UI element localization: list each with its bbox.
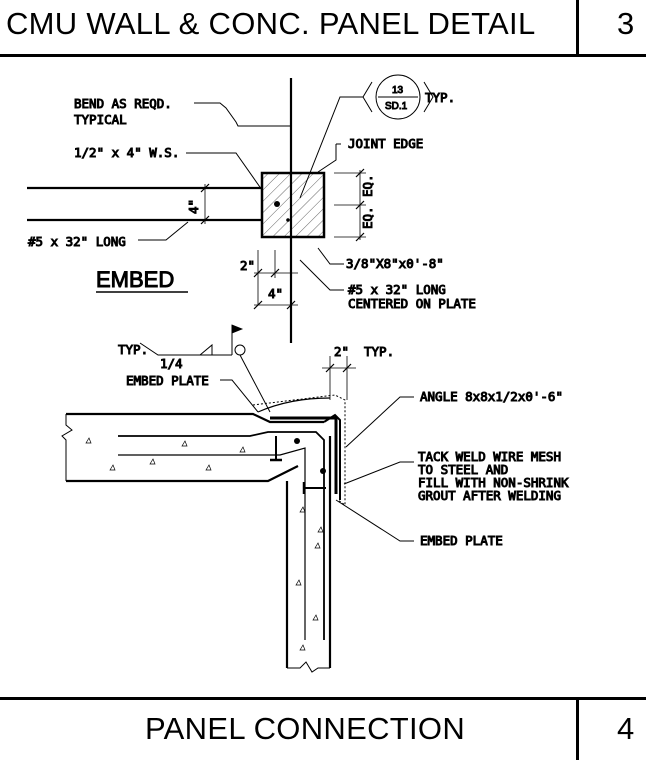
label-dim-2-typ: 2" (334, 344, 349, 359)
label-eq-bottom: EQ. (360, 206, 375, 229)
header-divider (576, 0, 579, 54)
weld-leader (139, 342, 232, 356)
bend-leader (194, 102, 291, 127)
label-rebar-bottom: #5 x 32" LONG (348, 282, 446, 297)
label-plate-size: 3/8"X8"x0'-8" (346, 256, 444, 271)
header-title-block: CMU WALL & CONC. PANEL DETAIL 3 (0, 0, 646, 57)
footer-sheet-number: 4 (617, 711, 635, 746)
plate-leader (317, 247, 344, 265)
label-weld-typ: TYP. (118, 342, 148, 357)
embed-weld-dot (274, 201, 280, 207)
footer-divider (576, 697, 579, 760)
weld-flag (231, 324, 244, 334)
angle-leader (345, 396, 414, 448)
header-sheet-number: 3 (617, 6, 635, 41)
label-embed-plate-top: EMBED PLATE (126, 373, 209, 388)
section-bubble (375, 74, 421, 120)
label-ws: 1/2" x 4" W.S. (74, 145, 179, 160)
label-rebar-left: #5 x 32" LONG (28, 234, 126, 249)
panel-rebar-outer (118, 431, 325, 640)
grout-fill (252, 394, 346, 506)
embed-plate-top-leader (220, 379, 259, 413)
embed-detail (27, 74, 434, 343)
label-tack-weld-3: FILL WITH NON-SHRINK (418, 475, 569, 490)
panel-rebar-inner (118, 447, 306, 640)
ws-leader (186, 152, 263, 191)
rebar-bottom-leader (299, 259, 344, 291)
panel-connection-detail (61, 324, 414, 673)
label-dim-4-vertical: 4" (186, 199, 201, 214)
bubble-leader (299, 96, 363, 199)
embed-title: EMBED (96, 267, 174, 292)
panel-break-bottom (287, 661, 330, 673)
header-title: CMU WALL & CONC. PANEL DETAIL (6, 6, 536, 41)
tack-weld-leader (343, 461, 414, 485)
joint-edge-leader (317, 144, 337, 173)
panel-break-left (61, 414, 73, 481)
label-joint-edge: JOINT EDGE (348, 136, 423, 151)
label-tack-weld-2: TO STEEL AND (418, 462, 508, 477)
embed-plate (260, 171, 326, 239)
label-dim-4-horizontal: 4" (268, 286, 283, 301)
footer-title: PANEL CONNECTION (145, 711, 466, 746)
section-bubble-number: 13 (392, 85, 404, 96)
footer-title-block: PANEL CONNECTION 4 (0, 697, 646, 760)
horizontal-panel-top (66, 412, 324, 424)
label-embed-plate-bottom: EMBED PLATE (420, 533, 503, 548)
embed-weld-dot-2 (286, 218, 290, 222)
label-dim-2: 2" (240, 258, 255, 273)
embed-plate-bottom-leader (335, 499, 414, 542)
steel-angle (270, 416, 338, 494)
label-typ: TYP. (364, 344, 394, 359)
detail-drawing: BEND AS REQD. TYPICAL 1/2" x 4" W.S. JOI… (27, 74, 569, 673)
label-tack-weld-4: GROUT AFTER WELDING (418, 488, 561, 503)
label-bend-typical: TYPICAL (74, 112, 127, 127)
section-bubble-typ: TYP. (425, 90, 455, 105)
label-tack-weld-1: TACK WELD WIRE MESH (418, 449, 561, 464)
section-bubble-sheet: SD.1 (385, 101, 408, 112)
label-weld-size: 1/4 (160, 356, 183, 371)
weld-all-around (234, 344, 246, 356)
label-bend: BEND AS REQD. (74, 96, 172, 111)
rebar-left-leader (138, 221, 189, 241)
label-eq-top: EQ. (360, 174, 375, 197)
horizontal-panel-bottom (66, 465, 299, 483)
label-angle: ANGLE 8x8x1/2x0'-6" (420, 389, 563, 404)
concrete-aggregate (85, 437, 324, 651)
label-rebar-bottom-centered: CENTERED ON PLATE (348, 296, 476, 311)
